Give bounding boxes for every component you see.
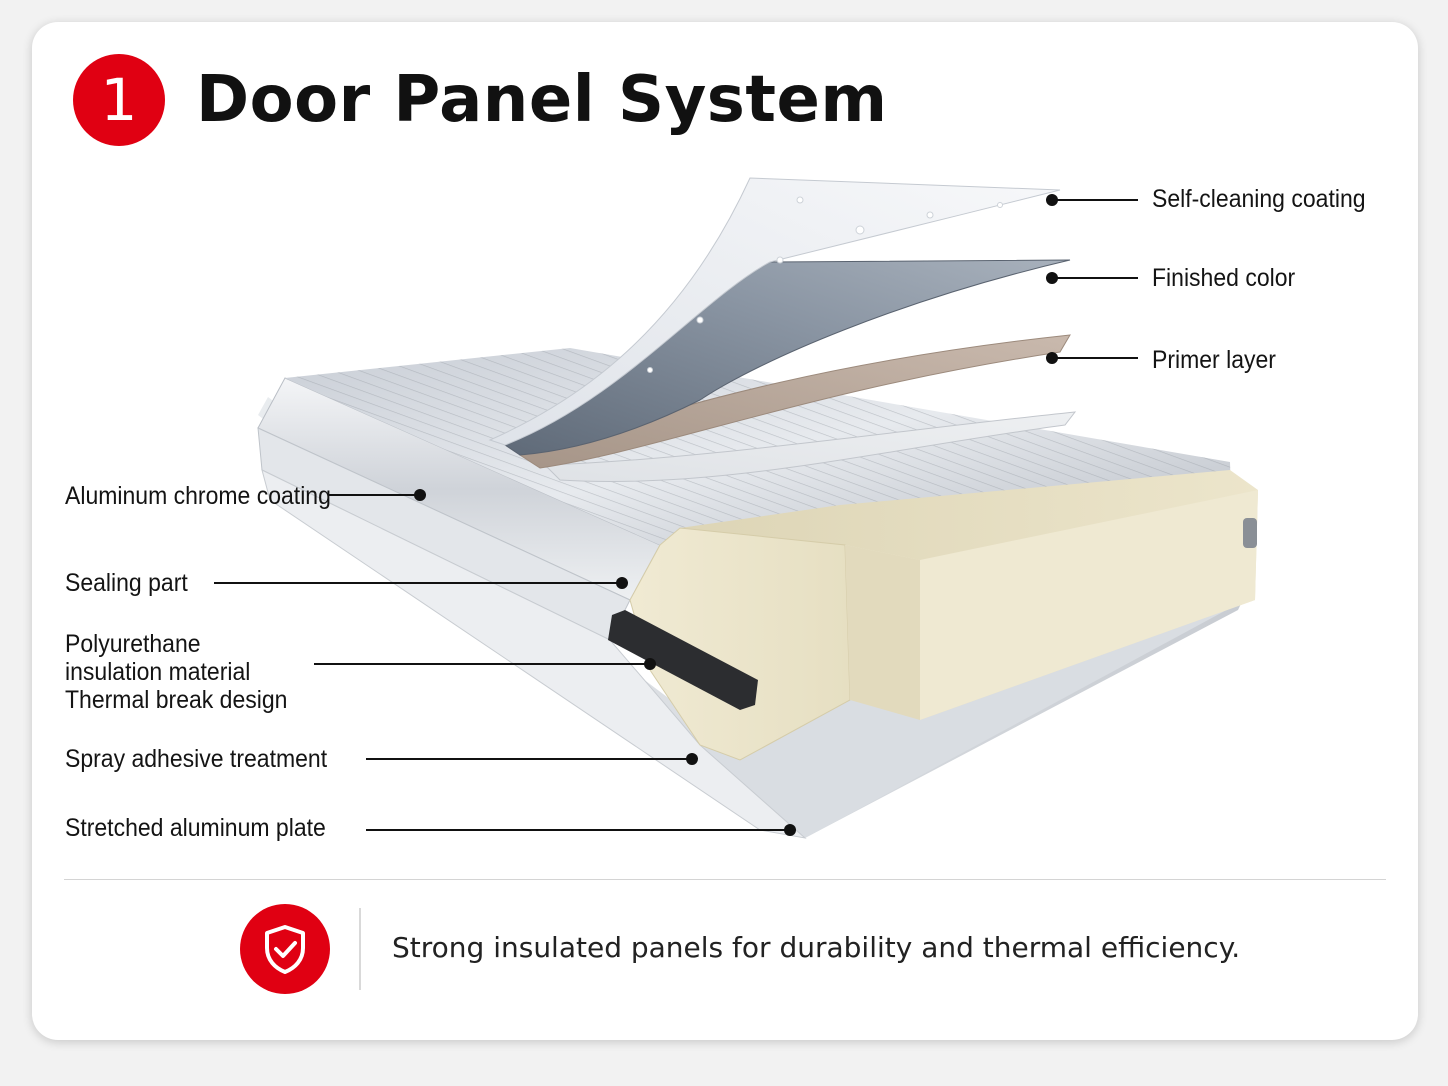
step-number: 1 <box>100 66 138 134</box>
thermal-break-strip <box>608 610 758 710</box>
label-sealing-part: Sealing part <box>65 569 188 597</box>
self-cleaning-sheet <box>488 177 1061 446</box>
step-number-badge: 1 <box>73 54 165 146</box>
label-polyurethane-group: Polyurethane insulation material Thermal… <box>65 630 287 714</box>
footer-divider <box>64 879 1386 880</box>
label-polyurethane: Polyurethane <box>65 630 201 658</box>
shield-check-icon <box>240 904 330 994</box>
leader-lines <box>214 194 1138 836</box>
base-layer-sheet <box>543 411 1077 483</box>
aluminum-rail <box>257 377 807 839</box>
footer-separator <box>359 908 361 990</box>
label-insulation-material: insulation material <box>65 658 251 686</box>
label-aluminum-chrome-coating: Aluminum chrome coating <box>65 482 331 510</box>
label-thermal-break-design: Thermal break design <box>65 686 288 714</box>
label-finished-color: Finished color <box>1152 264 1296 292</box>
label-self-cleaning-coating: Self-cleaning coating <box>1152 185 1366 213</box>
label-primer-layer: Primer layer <box>1152 346 1276 374</box>
polyurethane-core <box>629 470 1258 761</box>
label-spray-adhesive-treatment: Spray adhesive treatment <box>65 745 328 773</box>
page-title: Door Panel System <box>196 63 888 137</box>
footer-tagline: Strong insulated panels for durability a… <box>392 931 1241 964</box>
label-stretched-aluminum-plate: Stretched aluminum plate <box>65 814 326 842</box>
